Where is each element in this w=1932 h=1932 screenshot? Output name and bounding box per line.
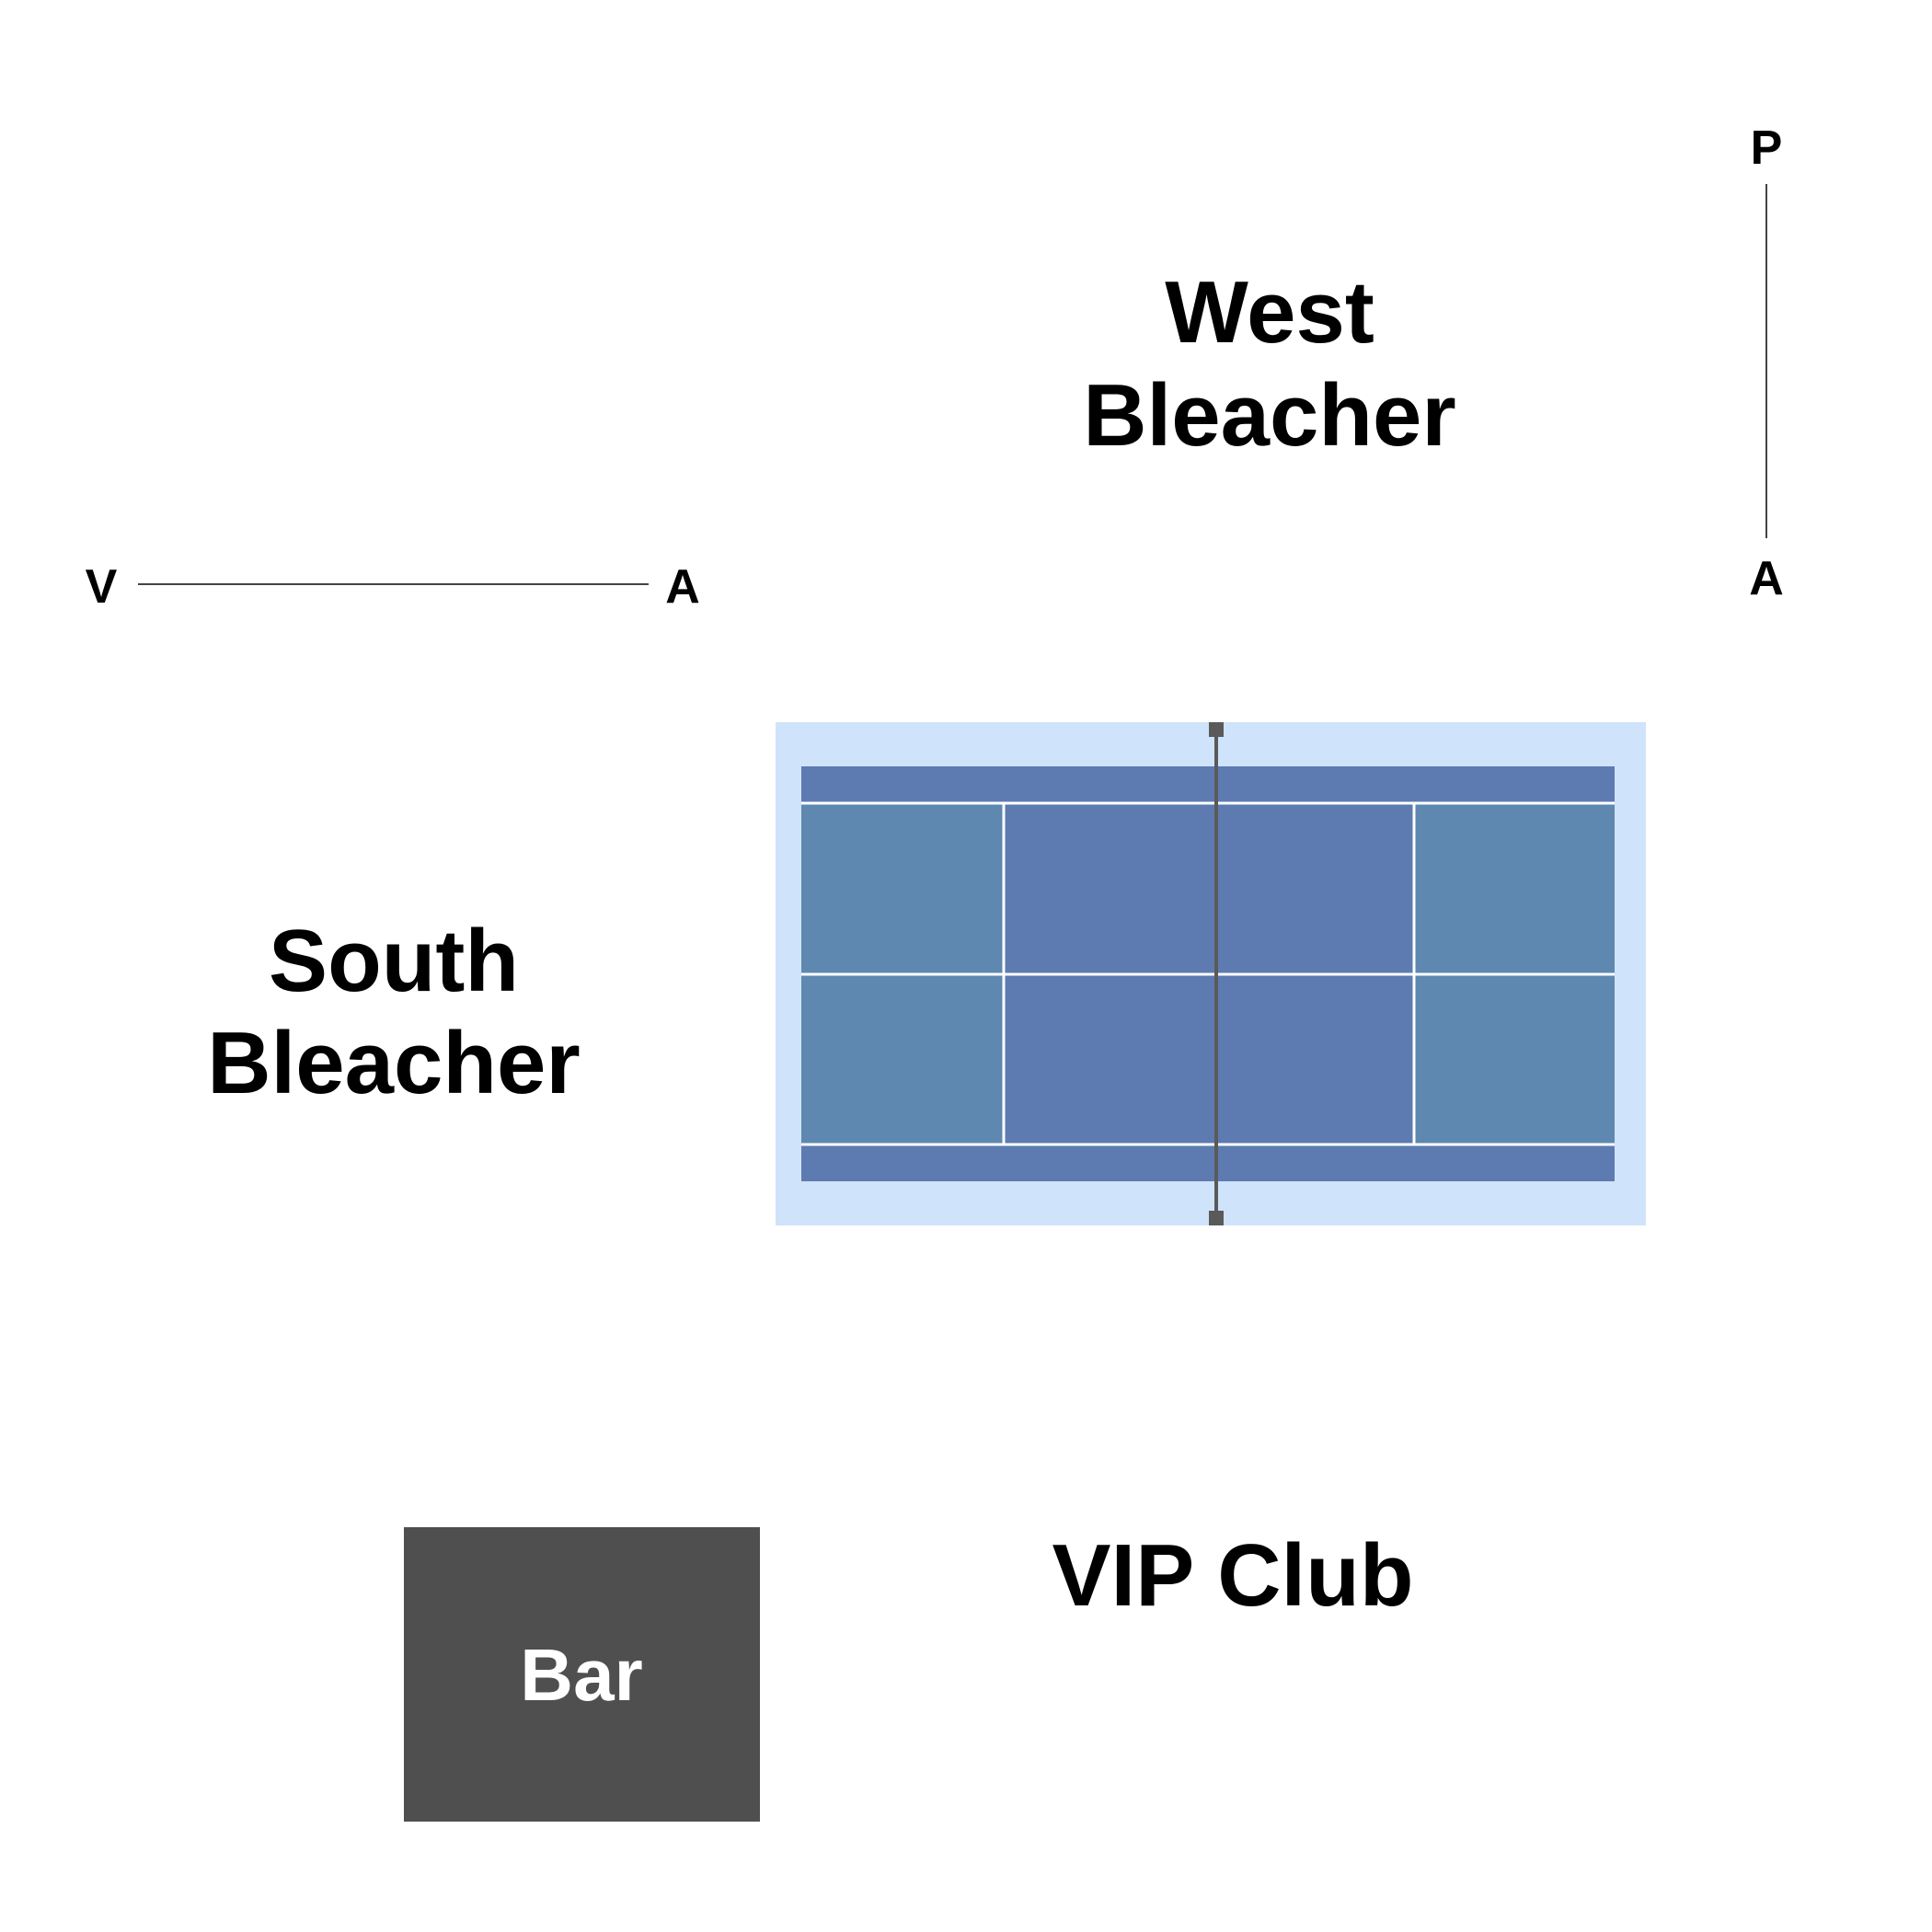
court-box-right-bottom — [1414, 974, 1615, 1144]
net-post-bottom — [1209, 1211, 1224, 1225]
vip-club-label[interactable]: VIP Club — [1052, 1526, 1414, 1625]
court-box-left-bottom — [801, 974, 1004, 1144]
court-lines — [801, 801, 1615, 1146]
bar-label: Bar — [520, 1634, 642, 1716]
west-bleacher-label-line1[interactable]: West — [1165, 263, 1374, 362]
court-box-right-top — [1414, 803, 1615, 974]
west-bleacher-label-line2[interactable]: Bleacher — [1083, 366, 1456, 465]
tennis-court — [776, 722, 1646, 1225]
net-post-top — [1209, 722, 1224, 737]
court-box-left-top — [801, 803, 1004, 974]
south-bleacher-label-line2[interactable]: Bleacher — [207, 1014, 581, 1112]
bar-area[interactable]: Bar — [404, 1527, 760, 1822]
row-marker-v: V — [86, 560, 118, 614]
bar-box[interactable] — [404, 1527, 760, 1822]
row-marker-p: P — [1751, 121, 1783, 175]
row-marker-a-horizontal: A — [665, 560, 700, 614]
south-bleacher-label-line1[interactable]: South — [269, 912, 519, 1010]
row-marker-a-vertical: A — [1749, 552, 1784, 605]
